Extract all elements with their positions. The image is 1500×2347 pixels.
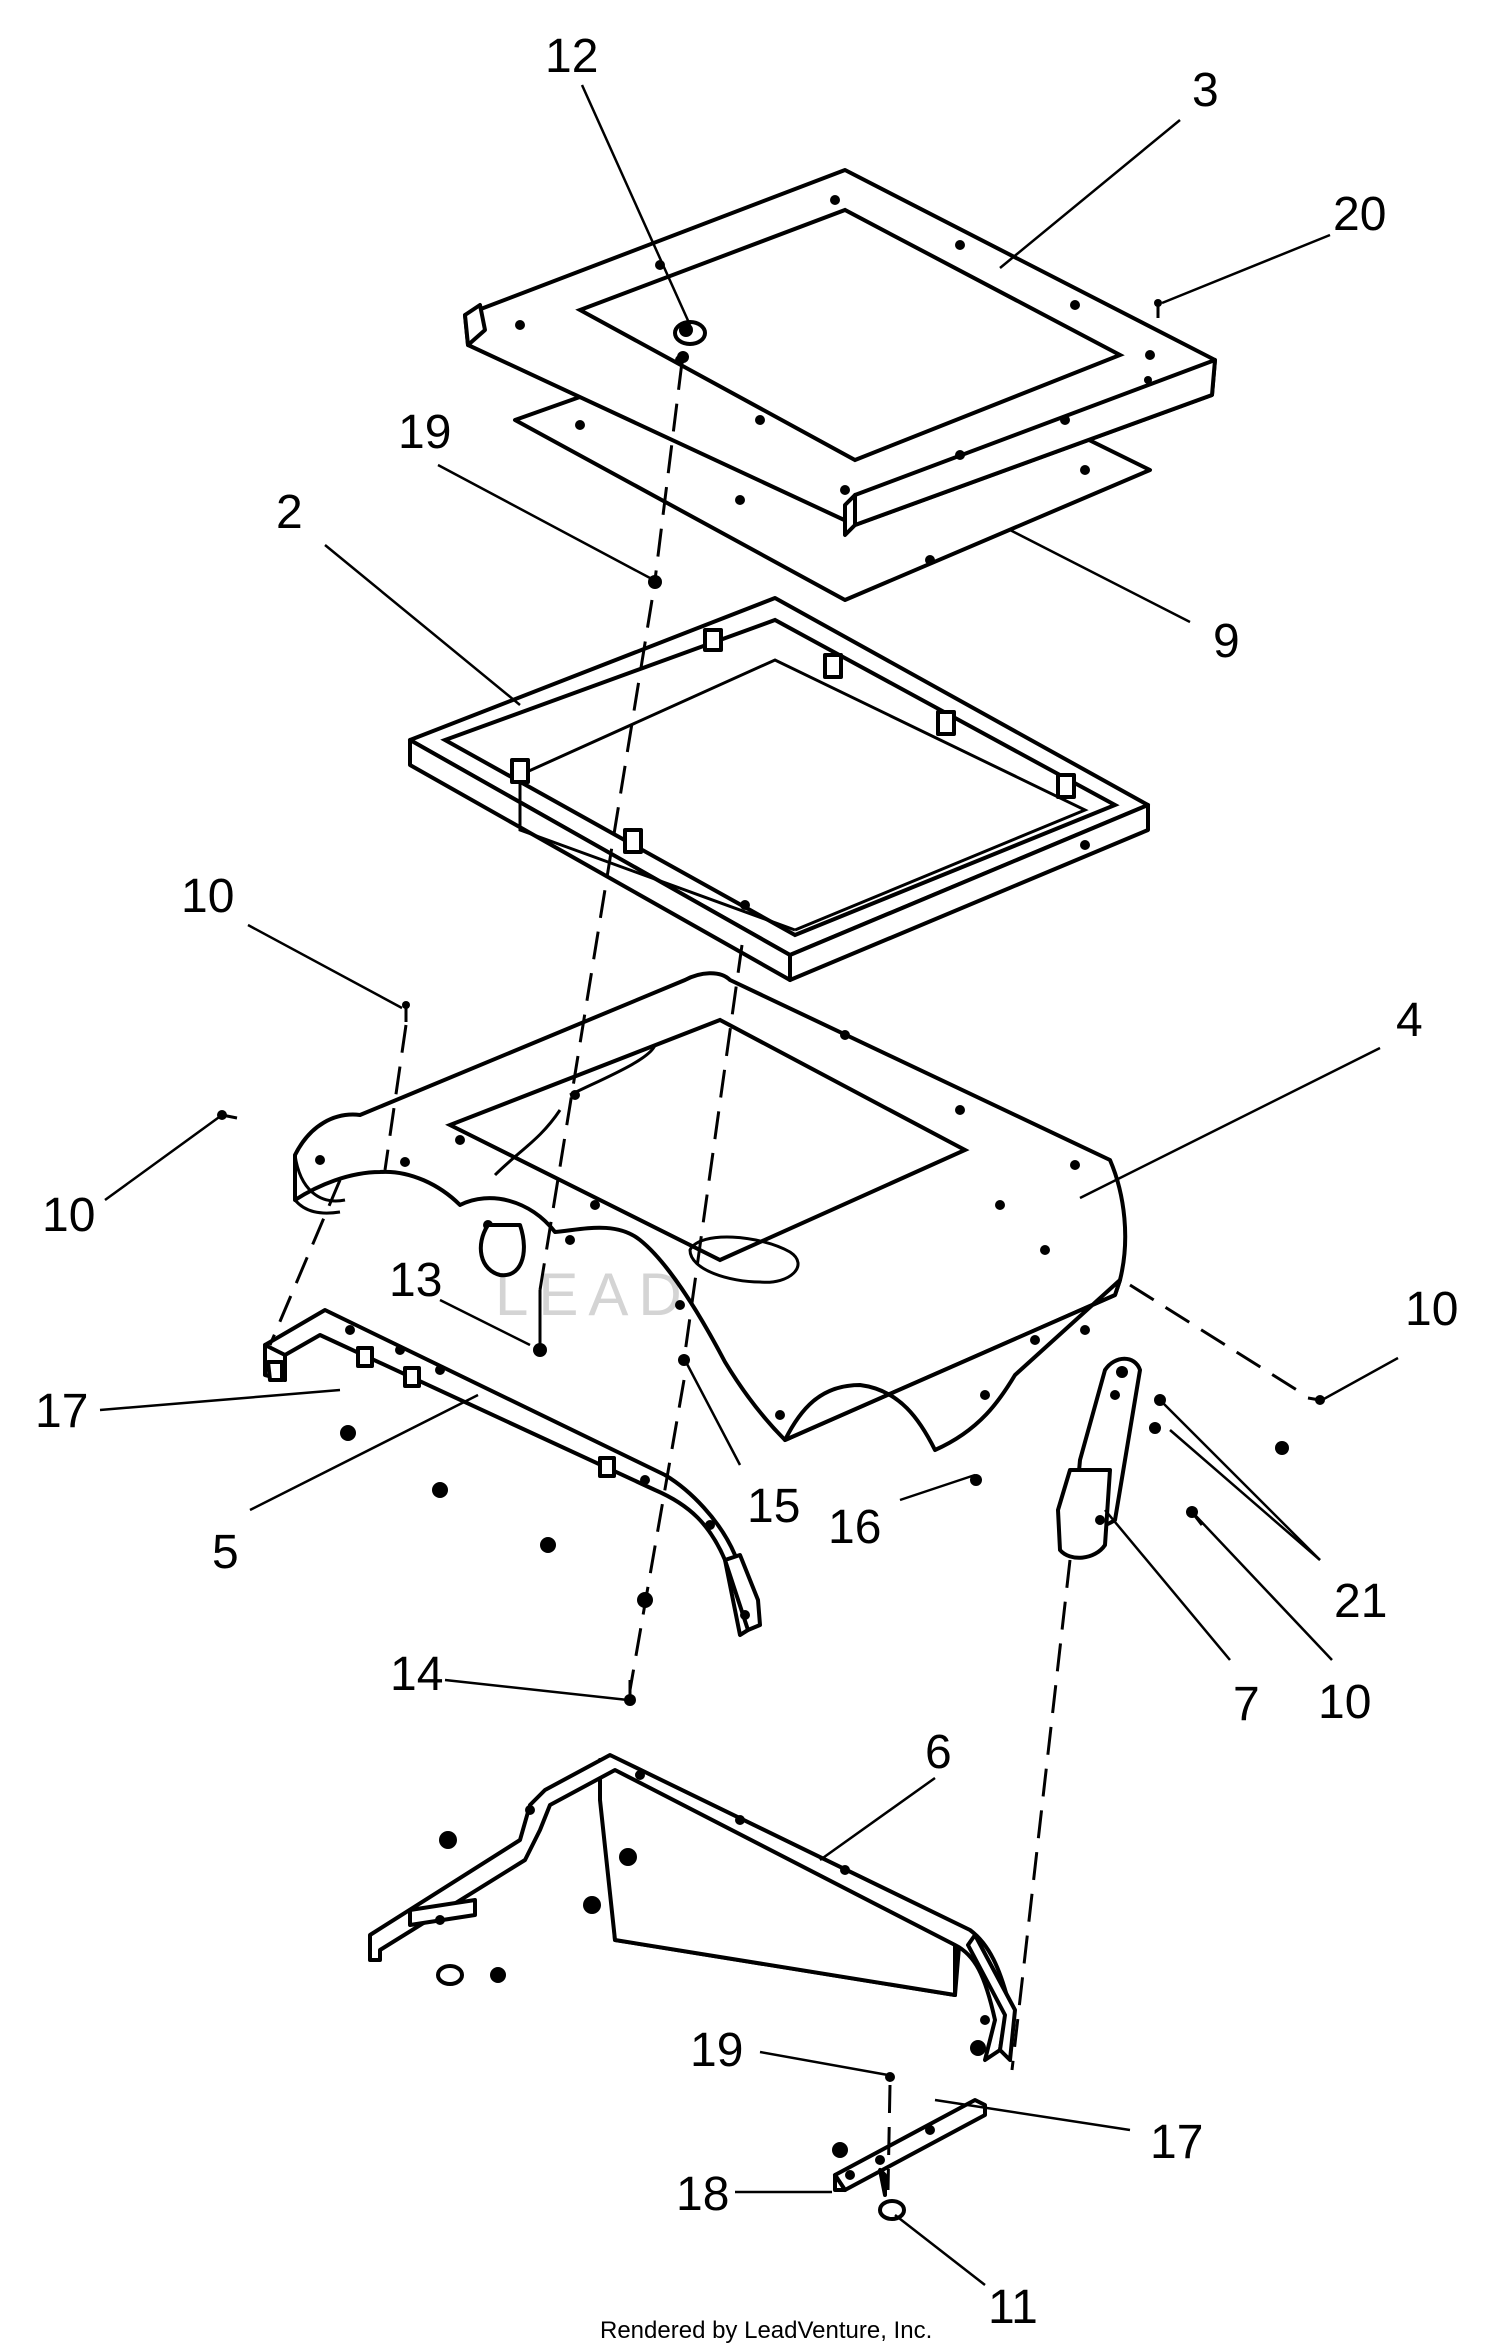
part-17-nut-left-1 bbox=[340, 1425, 356, 1441]
callout-18: 18 bbox=[676, 2168, 729, 2221]
part-3-seat-pan bbox=[463, 168, 1217, 537]
callout-5: 5 bbox=[212, 1526, 239, 1579]
part-17-nut-bracket bbox=[832, 2142, 848, 2158]
callout-12: 12 bbox=[545, 30, 598, 83]
callout-21: 21 bbox=[1334, 1575, 1387, 1628]
callout-19-top: 19 bbox=[398, 406, 451, 459]
part-13-stud bbox=[533, 1343, 547, 1357]
callout-20: 20 bbox=[1333, 188, 1386, 241]
callout-11: 11 bbox=[988, 2281, 1038, 2334]
callout-14: 14 bbox=[390, 1648, 443, 1701]
callout-15: 15 bbox=[747, 1480, 800, 1533]
leader-lines bbox=[99, 84, 1399, 2286]
part-20-screw bbox=[1154, 299, 1162, 318]
part-21-screw-2 bbox=[1149, 1422, 1161, 1434]
callout-7: 7 bbox=[1233, 1678, 1260, 1731]
callout-17-left: 17 bbox=[35, 1385, 88, 1438]
alignment-lines bbox=[268, 361, 1301, 2191]
part-12-knob bbox=[673, 320, 707, 363]
callout-3: 3 bbox=[1192, 64, 1219, 117]
part-17-nut-right bbox=[970, 2040, 986, 2056]
part-19-nut-top bbox=[648, 575, 662, 589]
callout-19-bottom: 19 bbox=[690, 2024, 743, 2077]
callout-10-lower: 10 bbox=[1318, 1676, 1371, 1729]
part-17-nut-rear-4 bbox=[490, 1967, 506, 1983]
part-6-rear-bracket bbox=[368, 1753, 1017, 2062]
callout-10-upper: 10 bbox=[181, 870, 234, 923]
callout-9: 9 bbox=[1213, 615, 1240, 668]
part-10-bolt-upper bbox=[402, 1001, 410, 1009]
callout-10-right: 10 bbox=[1405, 1283, 1458, 1336]
callout-6: 6 bbox=[925, 1726, 952, 1779]
callout-13: 13 bbox=[389, 1254, 442, 1307]
part-4-seat-base bbox=[293, 971, 1128, 1452]
part-17-nut-left-2 bbox=[432, 1482, 448, 1498]
part-17-nut-rear-1 bbox=[439, 1831, 457, 1849]
part-11-bumper-left bbox=[436, 1964, 464, 1986]
part-17-nut-left-3 bbox=[540, 1537, 556, 1553]
callout-16: 16 bbox=[828, 1501, 881, 1554]
callout-10-left: 10 bbox=[42, 1189, 95, 1242]
callout-17-right: 17 bbox=[1150, 2116, 1203, 2169]
part-7-latch bbox=[1056, 1356, 1142, 1560]
hardware-group bbox=[217, 1001, 1325, 2221]
part-16-screw bbox=[970, 1474, 982, 1486]
part-11-bumper-right bbox=[878, 2199, 906, 2221]
part-2-seat-frame bbox=[408, 596, 1150, 982]
part-18-bracket bbox=[833, 2098, 987, 2197]
callout-4: 4 bbox=[1396, 994, 1423, 1047]
footer-credit: Rendered by LeadVenture, Inc. bbox=[600, 2317, 932, 2344]
part-17-nut-rear-3 bbox=[583, 1896, 601, 1914]
callout-2: 2 bbox=[276, 486, 303, 539]
part-17-nut-rear-2 bbox=[619, 1848, 637, 1866]
callout-labels: 12 3 20 19 2 9 10 4 10 13 10 17 15 16 5 … bbox=[35, 30, 1458, 2334]
part-21-screw-3 bbox=[1275, 1441, 1289, 1455]
